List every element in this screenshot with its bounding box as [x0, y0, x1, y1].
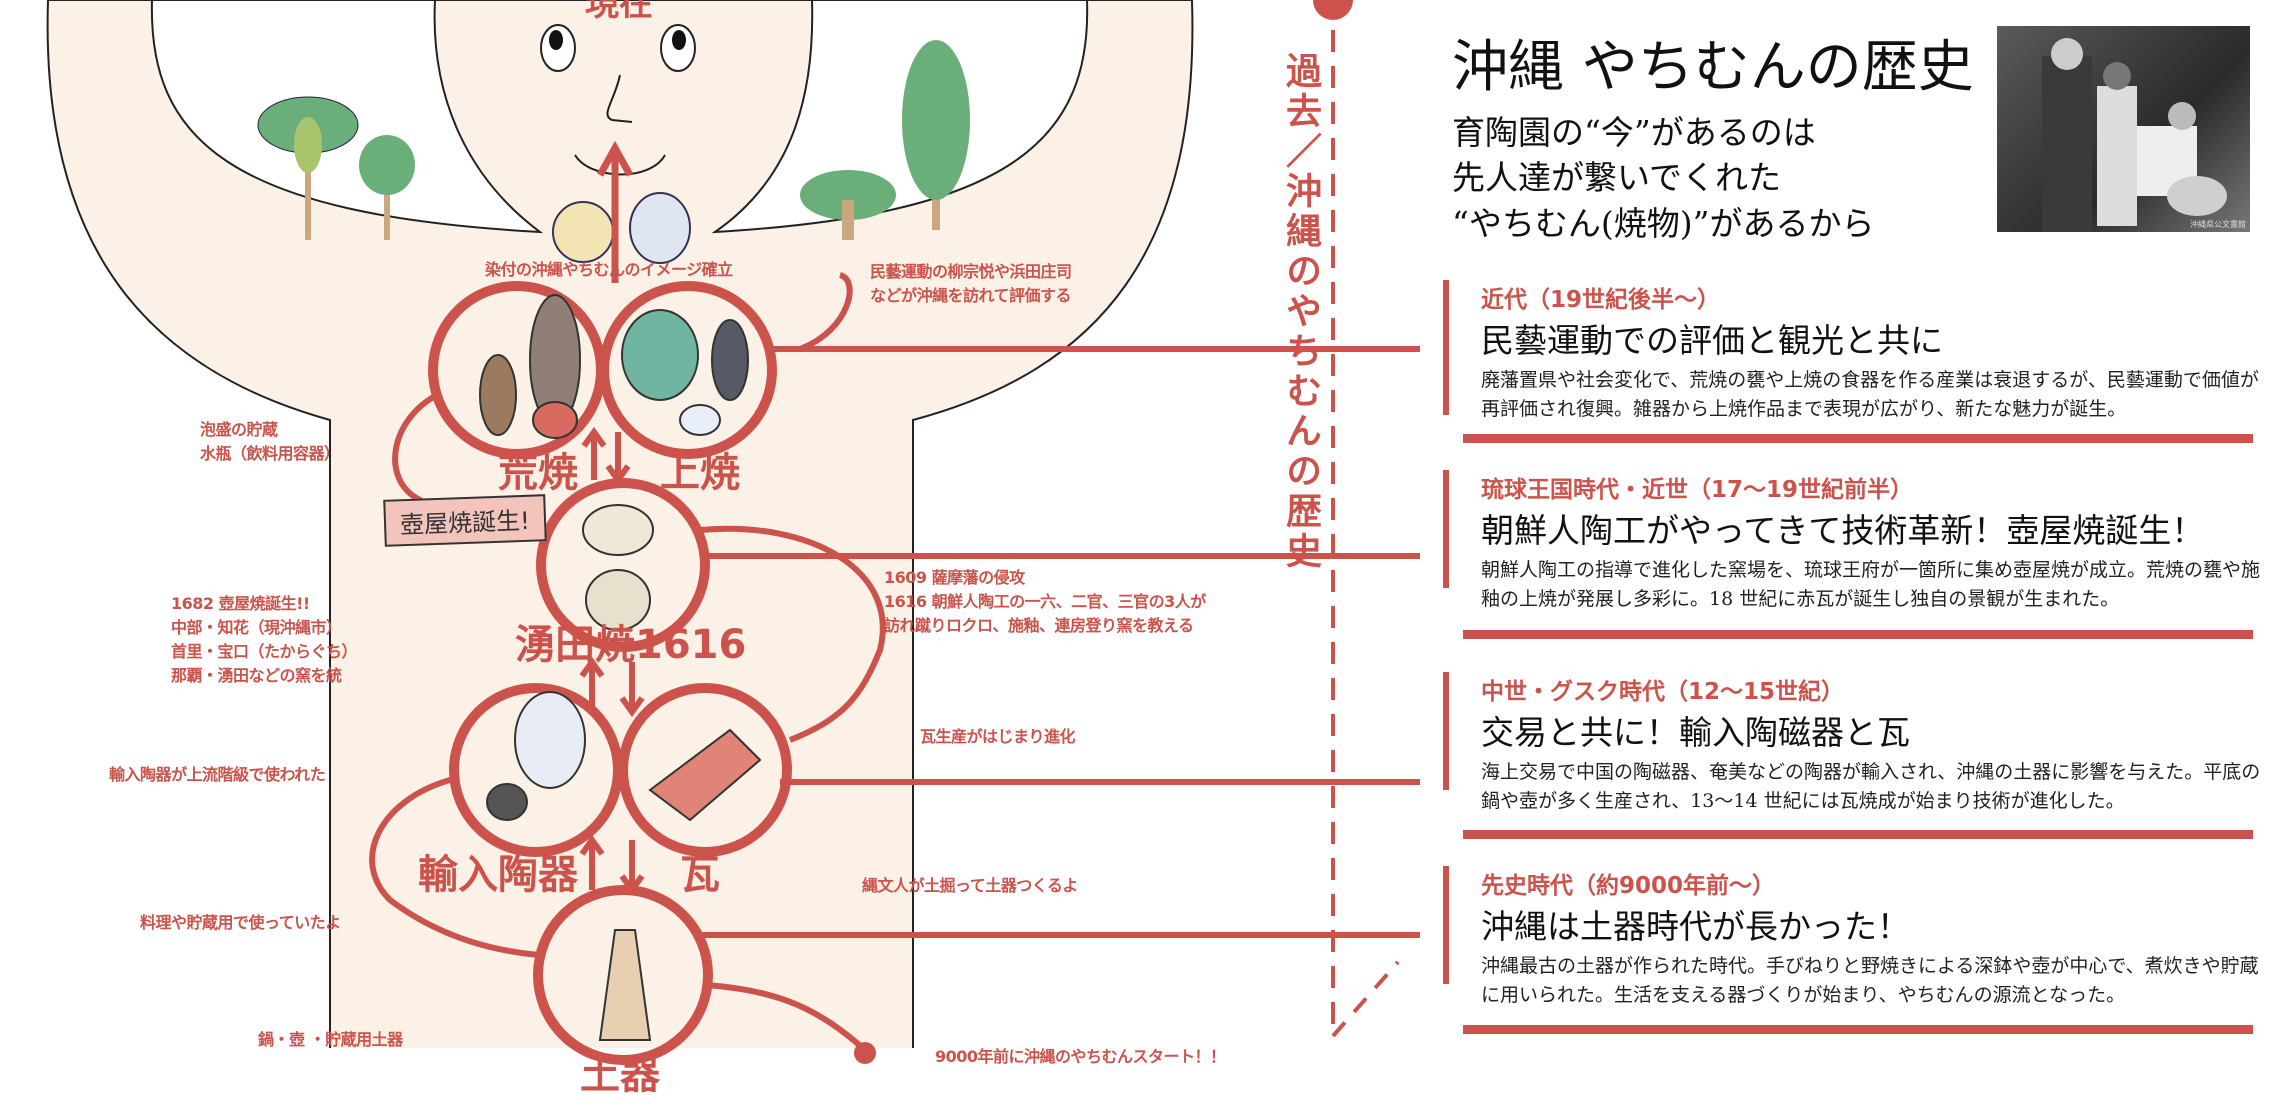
historical-photo: 沖縄県公文書館: [1997, 26, 2250, 232]
section-bar: [1443, 470, 1449, 588]
label-joyachi: 上焼: [660, 450, 740, 496]
label-present: 現在: [585, 0, 653, 24]
section-era: 近代（19世紀後半〜）: [1481, 287, 1721, 313]
circle-kawara: [618, 683, 792, 857]
subtitle-line: 先人達が繋いでくれた: [1452, 158, 1782, 197]
note-line: 民藝運動の柳宗悦や浜田庄司: [870, 262, 1072, 281]
note-line: などが沖縄を訪れて評価する: [870, 286, 1072, 305]
up-down-arrows: [579, 426, 645, 896]
circle-doki: [533, 885, 713, 1065]
section-era: 中世・グスク時代（12〜15世紀）: [1481, 679, 1845, 705]
section-divider: [1463, 1025, 2253, 1034]
plate-icon: [552, 201, 614, 263]
section-bar: [1443, 866, 1449, 984]
section-title: 朝鮮人陶工がやってきて技術革新！壺屋焼誕生！: [1481, 511, 2205, 550]
note-start: 9000年前に沖縄のやちむんスタート！！: [935, 1047, 1226, 1066]
section-body: 廃藩置県や社会変化で、荒焼の甕や上焼の食器を作る産業は衰退するが、民藝運動で価値…: [1481, 369, 2259, 420]
label-doki: 土器: [580, 1052, 660, 1098]
circle-joyachi: [599, 281, 777, 459]
section-divider: [1463, 434, 2253, 443]
section-title: 交易と共に！輸入陶磁器と瓦: [1481, 713, 1910, 752]
tree-icon: [800, 40, 970, 240]
note-cooking: 料理や貯蔵用で使っていたよ: [140, 913, 341, 932]
timeline-axis-label: 過去／沖縄のやちむんの歴史: [1280, 52, 1321, 572]
era-section-ryukyu: 琉球王国時代・近世（17〜19世紀前半） 朝鮮人陶工がやってきて技術革新！壺屋焼…: [1443, 470, 2260, 640]
page-title: 沖縄 やちむんの歴史: [1452, 35, 1974, 100]
section-body: 朝鮮人陶工の指導で進化した窯場を、琉球王府が一箇所に集め壺屋焼が成立。荒焼の甕や…: [1481, 559, 2261, 610]
section-title: 沖縄は土器時代が長かった！: [1481, 907, 1910, 946]
note-mingei: 民藝運動の柳宗悦や浜田庄司 などが沖縄を訪れて評価する: [870, 260, 1072, 308]
history-illustration: [46, 0, 1420, 1065]
note-line: 1682 壺屋焼誕生!!: [171, 594, 310, 613]
label-arayachi: 荒焼: [498, 450, 578, 496]
note-awamori: 泡盛の貯蔵 水瓶（飲料用容器）: [200, 418, 340, 466]
label-imported: 輸入陶器: [418, 852, 578, 898]
era-section-prehistoric: 先史時代（約9000年前〜） 沖縄は土器時代が長かった！ 沖縄最古の土器が作られ…: [1443, 866, 2259, 1036]
potters-photo-icon: [2042, 38, 2227, 232]
note-imported: 輸入陶器が上流階級で使われた: [109, 765, 326, 784]
section-era: 琉球王国時代・近世（17〜19世紀前半）: [1481, 477, 1914, 503]
section-bar: [1443, 280, 1449, 415]
section-divider: [1463, 830, 2253, 839]
right-arm-gap: [711, 0, 1089, 234]
note-line: 中部・知花（現沖縄市）: [171, 618, 342, 637]
note-sometsuke: 染付の沖縄やちむんのイメージ確立: [485, 260, 733, 279]
section-body: 沖縄最古の土器が作られた時代。手びねりと野焼きによる深鉢や壺が中心で、煮炊きや貯…: [1481, 955, 2259, 1006]
section-divider: [1463, 630, 2253, 639]
note-line: 首里・宝口（たからぐち）: [171, 642, 358, 661]
note-tsuboya: 1682 壺屋焼誕生!! 中部・知花（現沖縄市） 首里・宝口（たからぐち） 那覇…: [171, 592, 358, 688]
subtitle-line: “やちむん(焼物)”があるから: [1452, 204, 1875, 243]
section-body: 海上交易で中国の陶磁器、奄美などの陶器が輸入され、沖縄の土器に影響を与えた。平底…: [1481, 761, 2261, 812]
note-jomon: 縄文人が土掘って土器つくるよ: [862, 876, 1078, 895]
circle-wakuta: [536, 478, 710, 652]
era-section-modern: 近代（19世紀後半〜） 民藝運動での評価と観光と共に 廃藩置県や社会変化で、荒焼…: [1443, 280, 2259, 450]
photo-credit: 沖縄県公文書館: [2190, 220, 2246, 229]
note-kawara: 瓦生産がはじまり進化: [920, 727, 1076, 746]
note-line: 1609 薩摩藩の侵攻: [884, 568, 1025, 587]
note-line: 那覇・湧田などの窯を統: [171, 666, 342, 685]
start-dot: [854, 1042, 876, 1064]
arrow-to-present: [596, 140, 634, 283]
note-nabe: 鍋・壺 ・貯蔵用土器: [258, 1030, 403, 1049]
vessel-icons: [479, 294, 762, 1041]
note-line: 水瓶（飲料用容器）: [200, 444, 340, 463]
face: [540, 24, 696, 176]
section-bar: [1443, 672, 1449, 790]
note-line: 泡盛の貯蔵: [200, 420, 278, 439]
note-satsuma: 1609 薩摩藩の侵攻 1616 朝鮮人陶工の一六、二官、三官の3人が 訪れ蹴り…: [884, 566, 1206, 638]
palm-tree-icon: [257, 96, 415, 240]
label-wakuta: 湧田焼1616: [515, 622, 747, 668]
label-kawara: 瓦: [680, 852, 720, 898]
subtitle-line: 育陶園の“今”があるのは: [1452, 113, 1816, 152]
timeline-present-dot: [1313, 0, 1353, 20]
section-title: 民藝運動での評価と観光と共に: [1481, 321, 1943, 360]
note-line: 1616 朝鮮人陶工の一六、二官、三官の3人が: [884, 592, 1206, 611]
era-section-gusuku: 中世・グスク時代（12〜15世紀） 交易と共に！輸入陶磁器と瓦 海上交易で中国の…: [1443, 672, 2260, 842]
note-line: 訪れ蹴りロクロ、施釉、連房登り窯を教える: [884, 616, 1194, 635]
teapot-icon: [629, 192, 691, 264]
section-era: 先史時代（約9000年前〜）: [1481, 873, 1776, 899]
tsuboya-banner: 壺屋焼誕生!: [383, 494, 547, 547]
